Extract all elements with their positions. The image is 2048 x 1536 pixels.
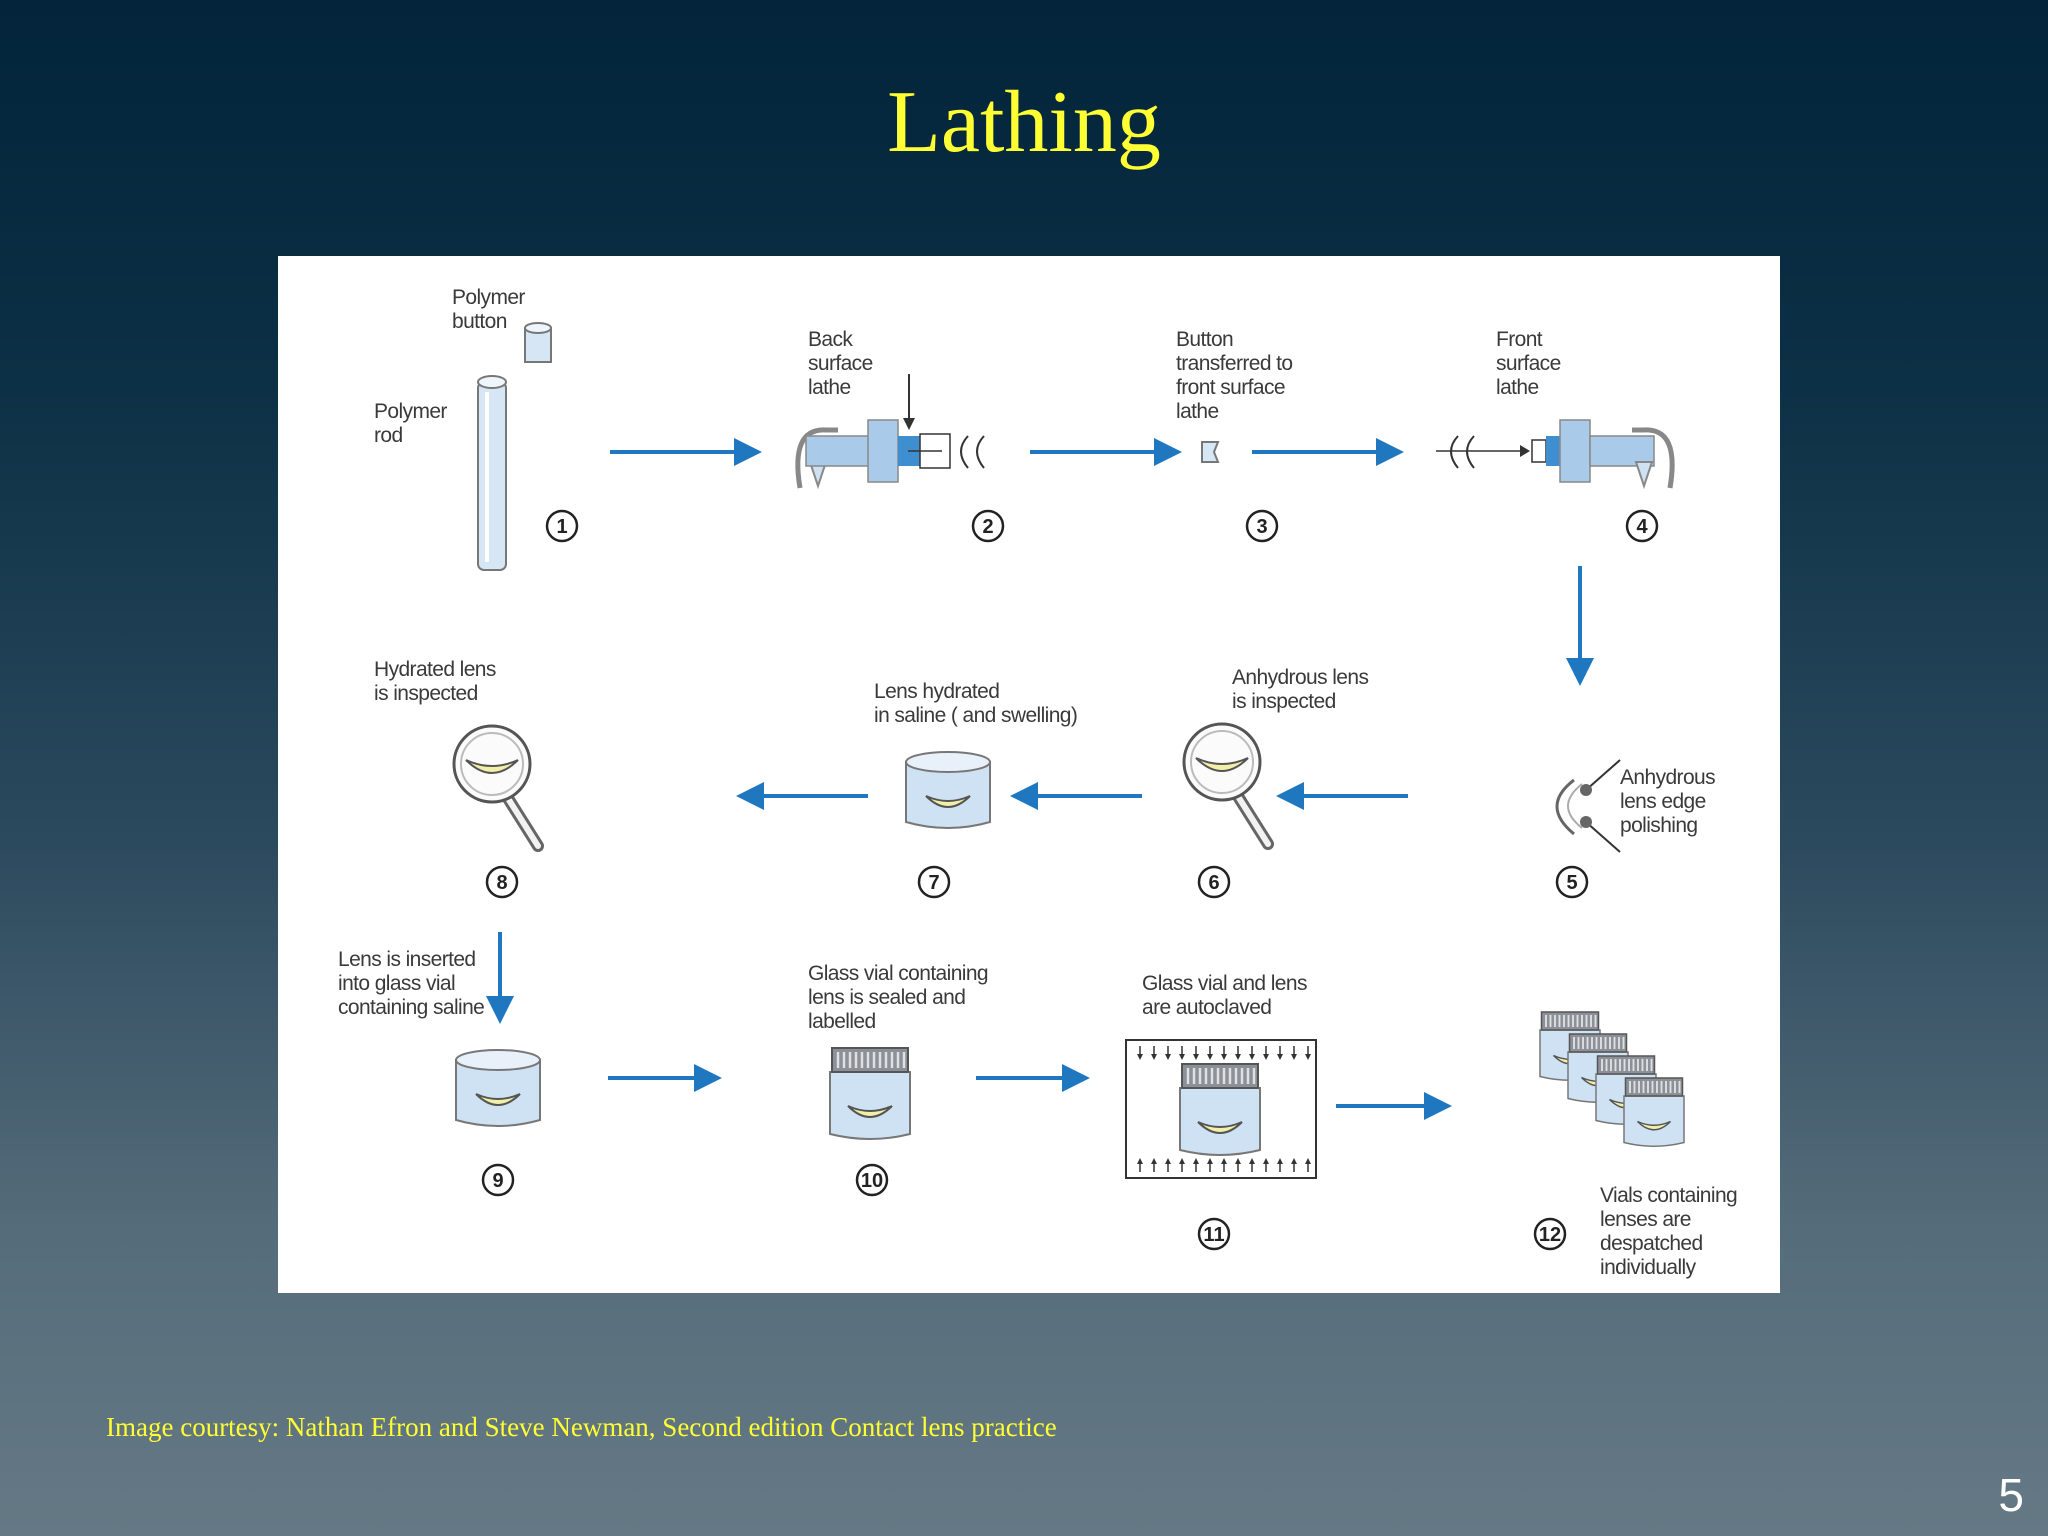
sealed-vial-graphic xyxy=(828,1046,912,1141)
back-surface-lathe-graphic xyxy=(795,374,985,490)
saline-jar-graphic xyxy=(905,751,991,829)
svg-text:2: 2 xyxy=(982,516,993,538)
step-number-6: 6 xyxy=(1197,865,1231,899)
svg-text:3: 3 xyxy=(1256,516,1267,538)
front-surface-lathe-graphic xyxy=(1436,419,1675,490)
step-number-4: 4 xyxy=(1625,509,1659,543)
svg-text:11: 11 xyxy=(1203,1224,1224,1246)
step-number-2: 2 xyxy=(971,509,1005,543)
step-number-12: 12 xyxy=(1533,1217,1567,1251)
slide-title: Lathing xyxy=(887,74,1161,171)
autoclave-graphic xyxy=(1125,1039,1317,1179)
step-number-7: 7 xyxy=(917,865,951,899)
image-credit: Image courtesy: Nathan Efron and Steve N… xyxy=(106,1412,1057,1442)
polymer-button-graphic xyxy=(524,322,552,363)
svg-text:12: 12 xyxy=(1539,1224,1561,1246)
step-number-5: 5 xyxy=(1555,865,1589,899)
dispatched-vials-graphic xyxy=(1539,1011,1685,1148)
svg-text:7: 7 xyxy=(928,872,939,894)
svg-text:5: 5 xyxy=(1566,872,1577,894)
step-number-1: 1 xyxy=(545,509,579,543)
step-number-3: 3 xyxy=(1245,509,1279,543)
step-number-8: 8 xyxy=(485,865,519,899)
step-number-9: 9 xyxy=(481,1163,515,1197)
svg-text:6: 6 xyxy=(1208,872,1219,894)
svg-text:8: 8 xyxy=(496,872,507,894)
magnifier-icon xyxy=(1184,724,1268,844)
edge-polishing-graphic xyxy=(1555,759,1621,853)
svg-text:4: 4 xyxy=(1636,516,1648,538)
svg-text:10: 10 xyxy=(861,1170,883,1192)
step-number-10: 10 xyxy=(855,1163,889,1197)
step-number-11: 11 xyxy=(1197,1217,1231,1251)
svg-text:9: 9 xyxy=(492,1170,503,1192)
magnifier-icon xyxy=(454,726,538,846)
slide-number: 5 xyxy=(1998,1469,2024,1521)
polymer-rod-graphic xyxy=(477,375,507,571)
glass-vial-graphic xyxy=(455,1049,541,1127)
button-graphic xyxy=(1201,441,1220,463)
svg-text:1: 1 xyxy=(556,516,567,538)
